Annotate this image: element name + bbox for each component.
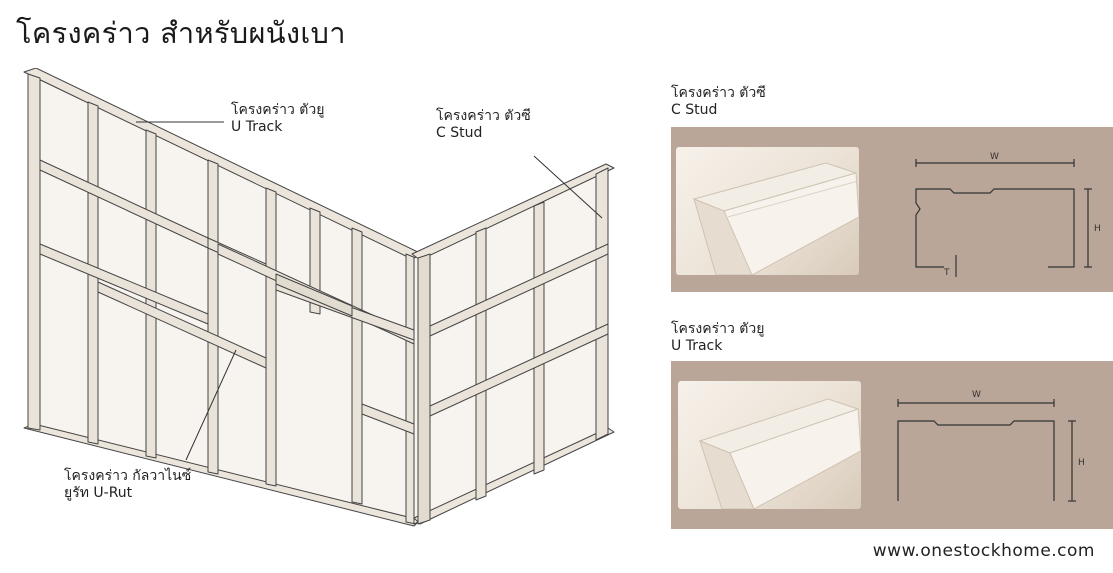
c-stud-panel: W H T bbox=[671, 127, 1113, 292]
u-rut-en-label: ยูรัท U-Rut bbox=[64, 485, 133, 501]
u-track-h-dim: H bbox=[1078, 458, 1085, 468]
c-stud-thai-label: โครงคร่าว ตัวซี bbox=[436, 108, 531, 124]
wall-frame-illustration bbox=[23, 68, 615, 527]
u-track-panel-heading: โครงคร่าว ตัวยู U Track bbox=[671, 321, 764, 355]
c-stud-t-dim: T bbox=[943, 268, 950, 278]
c-stud-cross-section: W H T bbox=[915, 152, 1101, 278]
u-rut-callout: โครงคร่าว กัลวาไนซ์ ยูรัท U-Rut bbox=[64, 468, 191, 502]
c-stud-panel-thai: โครงคร่าว ตัวซี bbox=[671, 85, 766, 101]
website-url: www.onestockhome.com bbox=[872, 541, 1095, 561]
u-track-w-dim: W bbox=[972, 390, 981, 400]
u-track-cross-section: W H bbox=[897, 390, 1085, 502]
u-track-panel: W H bbox=[671, 361, 1113, 529]
c-stud-callout: โครงคร่าว ตัวซี C Stud bbox=[436, 108, 531, 142]
page-title: โครงคร่าว สำหรับผนังเบา bbox=[16, 16, 346, 50]
c-stud-panel-heading: โครงคร่าว ตัวซี C Stud bbox=[671, 85, 766, 119]
c-stud-profile-photo bbox=[692, 162, 859, 275]
u-track-panel-en: U Track bbox=[671, 338, 723, 354]
u-track-panel-thai: โครงคร่าว ตัวยู bbox=[671, 321, 765, 337]
u-track-callout: โครงคร่าว ตัวยู U Track bbox=[231, 102, 324, 136]
c-stud-h-dim: H bbox=[1094, 224, 1101, 234]
c-stud-en-label: C Stud bbox=[436, 125, 483, 141]
u-track-thai-label: โครงคร่าว ตัวยู bbox=[231, 102, 325, 118]
u-track-profile-photo bbox=[698, 398, 861, 509]
u-rut-thai-label: โครงคร่าว กัลวาไนซ์ bbox=[64, 468, 192, 484]
u-track-photo bbox=[678, 381, 861, 509]
c-stud-panel-en: C Stud bbox=[671, 102, 718, 118]
c-stud-photo bbox=[676, 147, 859, 275]
c-stud-w-dim: W bbox=[990, 152, 999, 162]
u-track-en-label: U Track bbox=[231, 119, 283, 135]
